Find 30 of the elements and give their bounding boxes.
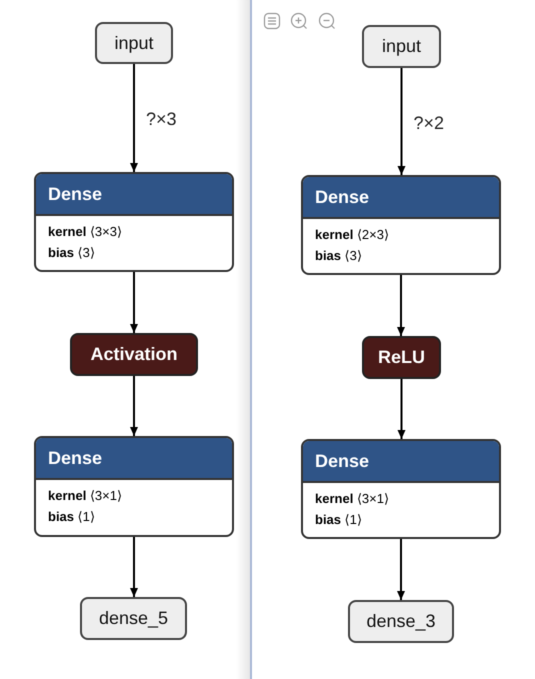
arrow xyxy=(397,275,405,336)
activation-box: ReLU xyxy=(362,336,441,379)
io-box: input xyxy=(362,25,441,68)
layer-attribute: kernel ⟨3×3⟩ xyxy=(48,223,122,241)
activation-box: Activation xyxy=(70,333,198,376)
arrow xyxy=(397,539,405,600)
layer-title: Dense xyxy=(36,174,232,216)
layer-attribute: kernel ⟨3×1⟩ xyxy=(315,490,389,508)
arrow xyxy=(130,272,138,333)
layer-attribute: bias ⟨1⟩ xyxy=(315,511,362,529)
arrow xyxy=(398,379,406,439)
layer-title: Dense xyxy=(36,438,232,480)
layer-attribute: bias ⟨3⟩ xyxy=(48,244,95,262)
layer-box xyxy=(301,175,501,275)
layer-attribute: bias ⟨1⟩ xyxy=(48,508,95,526)
layer-attribute: kernel ⟨3×1⟩ xyxy=(48,487,122,505)
io-box: dense_3 xyxy=(348,600,454,643)
layer-title: Dense xyxy=(303,177,499,219)
io-box: input xyxy=(95,22,173,64)
arrow xyxy=(398,68,406,175)
layer-box xyxy=(301,439,501,539)
layer-attribute: kernel ⟨2×3⟩ xyxy=(315,226,389,244)
layer-attribute: bias ⟨3⟩ xyxy=(315,247,362,265)
layer-title: Dense xyxy=(303,441,499,483)
io-box: dense_5 xyxy=(80,597,187,640)
layer-box xyxy=(34,436,234,537)
arrow xyxy=(130,537,138,597)
arrow xyxy=(130,376,138,436)
layer-box xyxy=(34,172,234,272)
arrow xyxy=(130,64,138,172)
